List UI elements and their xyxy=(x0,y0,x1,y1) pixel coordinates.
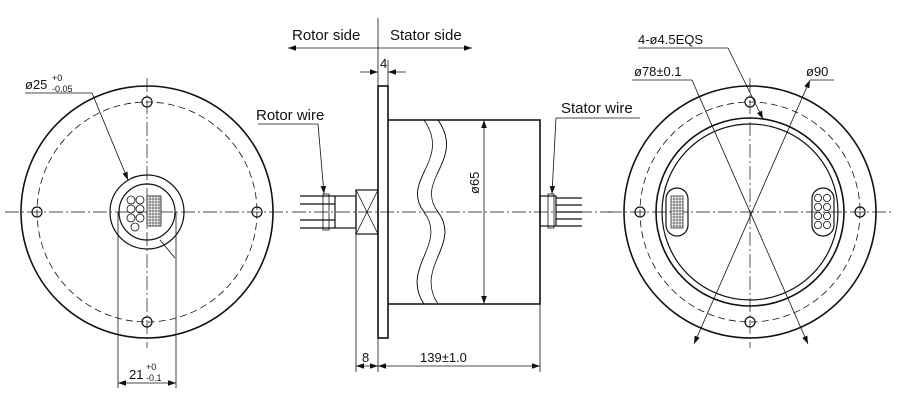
stator-wire-leader xyxy=(549,117,557,195)
rotor-side-label: Rotor side xyxy=(292,27,360,44)
hub-diameter-tol-upper: +0 xyxy=(52,73,62,83)
rotor-wire-leader xyxy=(317,123,327,195)
wire-bundle xyxy=(126,195,162,232)
rotor-wires xyxy=(300,193,335,231)
mounting-holes xyxy=(31,96,263,328)
mounting-holes-leader xyxy=(727,47,764,120)
rotor-length-label: 8 xyxy=(362,350,369,365)
side-view: Rotor side Stator side 4 Rotor wire xyxy=(256,18,640,372)
rotor-wire-label: Rotor wire xyxy=(256,107,324,124)
stator-wire-slot xyxy=(811,187,835,237)
stator-wire-label: Stator wire xyxy=(561,100,633,117)
body-length-label: 139±1.0 xyxy=(420,350,467,365)
stator-wires xyxy=(539,193,582,229)
mounting-holes-label: 4-ø4.5EQS xyxy=(638,32,703,47)
body-diameter-label: ø65 xyxy=(467,172,482,194)
hub-diameter-leader xyxy=(91,92,129,181)
shaft-width-tol-lower: -0.1 xyxy=(146,373,162,383)
shaft-width-label: 21 xyxy=(129,367,143,382)
flange-diameter-label: ø90 xyxy=(806,64,828,79)
rotor-end-view: 21 +0 -0.1 ø25 +0 -0.05 xyxy=(5,73,290,388)
hub-outer xyxy=(109,174,185,250)
flange-thickness-label: 4 xyxy=(380,56,387,71)
shaft-width-tol-upper: +0 xyxy=(146,362,156,372)
flange-diameter-dim-line xyxy=(693,79,811,345)
stator-end-view: ø78±0.1 ø90 4-ø4.5EQS xyxy=(608,32,892,348)
hub-inner xyxy=(118,183,176,241)
hole-circle-label: ø78±0.1 xyxy=(634,64,682,79)
hub-diameter-label: ø25 xyxy=(25,77,47,92)
stator-side-label: Stator side xyxy=(390,27,462,44)
rotor-shaft xyxy=(334,195,357,229)
rotor-wire-slot xyxy=(665,187,689,237)
hub-diameter-tol-lower: -0.05 xyxy=(52,84,73,94)
